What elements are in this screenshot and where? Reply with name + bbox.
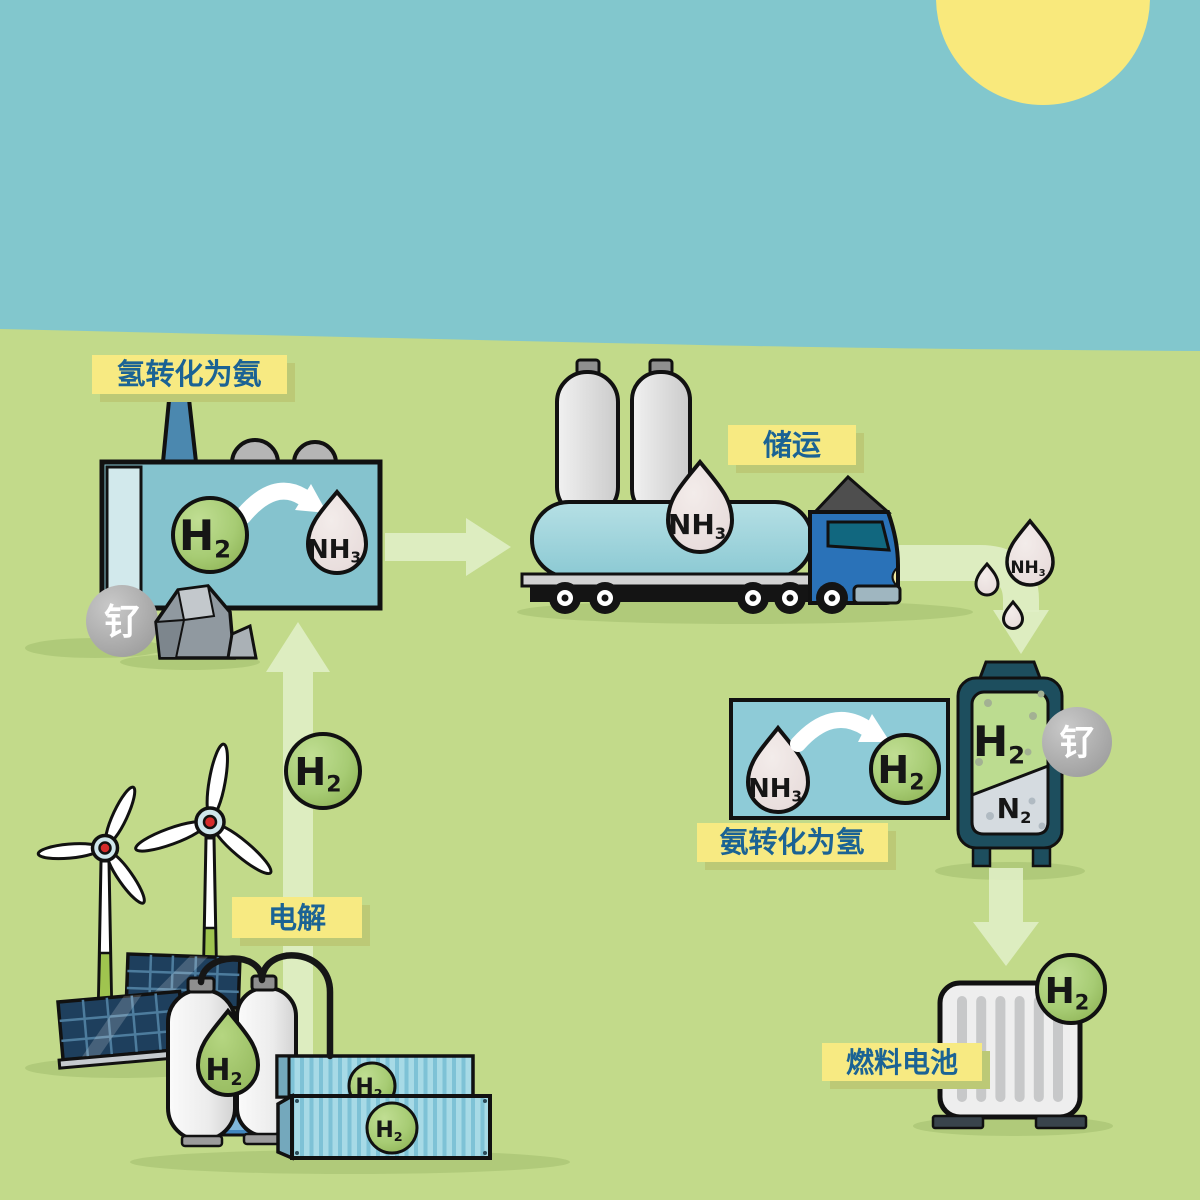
h2-label: H2 xyxy=(205,1053,242,1090)
nh3-droplet-icon xyxy=(305,488,369,575)
fuel-cell-icon: H2 燃料电池 xyxy=(822,953,1107,1130)
tank-foot xyxy=(180,1134,224,1148)
conversion-arrow-icon xyxy=(234,482,327,525)
electrolysis-station: H2 H2 H2 电解 xyxy=(36,742,492,1161)
label-hydrogen-to-ammonia: 氢转化为氨 xyxy=(92,355,295,402)
svg-text:电解: 电解 xyxy=(268,901,326,935)
radiator-foot xyxy=(931,1114,985,1130)
small-droplet-icon xyxy=(1001,599,1025,630)
n2-label: N2 xyxy=(997,792,1032,827)
h2-label: H2 xyxy=(973,717,1025,769)
ruthenium-badge xyxy=(1042,707,1112,777)
sun-icon xyxy=(936,0,1150,105)
ammonia-synthesis-plant: H2 NH3 钌 氢转化为氨 xyxy=(86,355,383,660)
tanker-truck-icon: NH3 储运 xyxy=(520,358,902,614)
label-fuel-cell: 燃料电池 xyxy=(822,1043,990,1089)
nh3-droplet-icon xyxy=(665,458,735,554)
h2-molecule-badge xyxy=(171,496,249,574)
svg-text:储运: 储运 xyxy=(763,428,821,462)
catalyst-label: 钌 xyxy=(104,602,140,643)
falling-nh3-droplets: NH3 xyxy=(974,518,1055,630)
nh3-label: NH3 xyxy=(668,508,726,543)
factory-wall-panel xyxy=(105,465,143,605)
ammonia-cracker: NH3 H2 H2 N2 钌 xyxy=(697,660,1112,870)
small-droplet-icon xyxy=(974,561,1000,597)
label-electrolysis: 电解 xyxy=(232,897,370,946)
cracker-tank-icon: H2 N2 xyxy=(956,660,1064,868)
label-ammonia-to-hydrogen: 氨转化为氢 xyxy=(697,823,896,870)
hydrogen-container-icon: H2 xyxy=(276,1092,492,1161)
h2-label: H2 xyxy=(375,1118,402,1145)
hose xyxy=(197,952,334,1060)
rocks-icon xyxy=(154,584,258,660)
h2-label: H2 xyxy=(294,750,341,798)
arrow-right-icon xyxy=(385,518,511,576)
catalyst-label: 钌 xyxy=(1059,724,1094,764)
h2-molecule-badge xyxy=(365,1101,419,1155)
tank-leg xyxy=(1031,846,1052,868)
nh3-label: NH3 xyxy=(1010,558,1045,579)
nh3-label: NH3 xyxy=(748,774,802,806)
arrow-down-icon xyxy=(973,868,1039,966)
h2-label: H2 xyxy=(179,511,231,563)
svg-text:燃料电池: 燃料电池 xyxy=(846,1046,958,1079)
h2-molecule-badge xyxy=(869,733,941,805)
tank-leg xyxy=(971,846,992,868)
ruthenium-badge xyxy=(86,585,158,657)
radiator-foot xyxy=(1034,1114,1088,1130)
label-storage-transport: 储运 xyxy=(728,425,864,473)
gas-dots xyxy=(975,690,1046,830)
h2-molecule-badge: H2 xyxy=(284,732,362,810)
gas-cylinder-icon xyxy=(555,358,692,519)
h2-label: H2 xyxy=(877,748,924,796)
truck-wheels xyxy=(549,582,848,614)
h2-molecule-badge xyxy=(1035,953,1107,1025)
arrow-up-icon xyxy=(266,622,330,1140)
h2-droplet-icon xyxy=(195,1007,261,1097)
svg-text:氢转化为氨: 氢转化为氨 xyxy=(116,357,261,391)
cab-window xyxy=(826,520,891,552)
cab-bumper xyxy=(852,584,902,605)
svg-text:氨转化为氢: 氨转化为氢 xyxy=(719,825,864,859)
h2-label: H2 xyxy=(1045,971,1090,1014)
nh3-label: NH3 xyxy=(307,535,361,567)
tank-cap xyxy=(977,660,1043,680)
nh3-droplet-icon xyxy=(1005,518,1055,587)
conversion-arrow-icon xyxy=(790,712,890,752)
